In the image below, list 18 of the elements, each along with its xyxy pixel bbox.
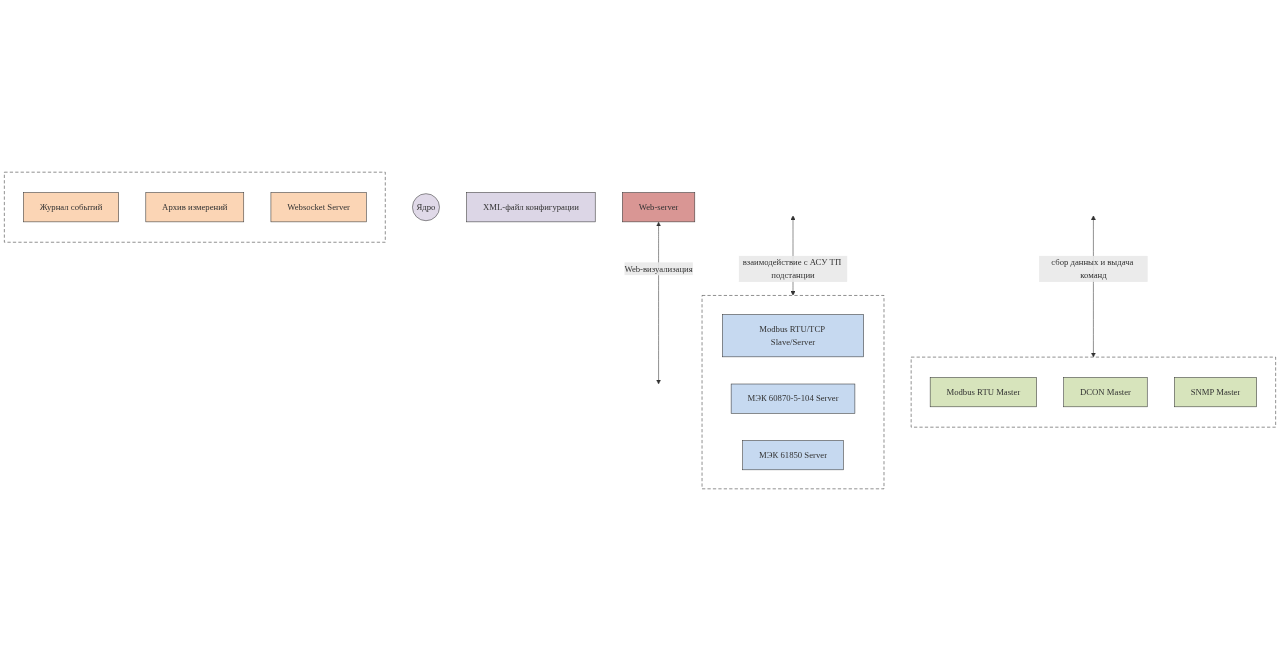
node-box: Websocket Server bbox=[270, 192, 367, 223]
cluster bbox=[910, 356, 1276, 428]
node-box: МЭК 61850 Server bbox=[742, 440, 844, 471]
edge-label: Web-визуализация bbox=[624, 263, 693, 274]
edge-label: сбор данных и выдача команд bbox=[1051, 257, 1134, 280]
node-box: Modbus RTU/TCP Slave/Server bbox=[722, 314, 864, 358]
node-box: XML-файл конфигурации bbox=[466, 192, 596, 223]
node-box: Архив измерений bbox=[145, 192, 245, 223]
cluster bbox=[4, 171, 386, 243]
node-box: Журнал событий bbox=[23, 192, 119, 223]
node-circle: Ядро bbox=[412, 193, 440, 221]
node-box: Web-server bbox=[622, 192, 696, 223]
node-box: DCON Master bbox=[1063, 377, 1148, 408]
edge-label: взаимодействие с АСУ ТП подстанции bbox=[742, 257, 842, 280]
node-box: МЭК 60870-5-104 Server bbox=[730, 383, 856, 414]
cluster bbox=[701, 295, 885, 490]
node-box: Modbus RTU Master bbox=[929, 377, 1037, 408]
node-box: SNMP Master bbox=[1174, 377, 1257, 408]
